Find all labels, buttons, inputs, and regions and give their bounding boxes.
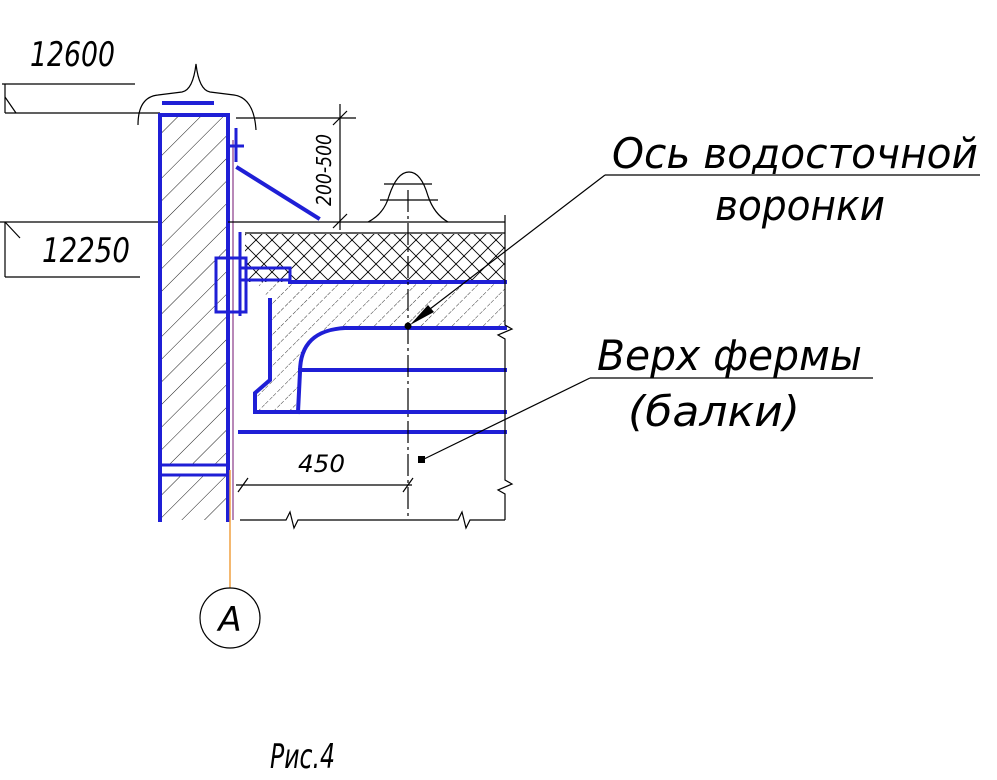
callout-drain-leader <box>429 174 606 310</box>
callout-truss-leader <box>421 377 591 461</box>
dimension-offset-tick-left <box>237 477 249 493</box>
callout-drain-line2: воронки <box>715 181 885 230</box>
brick-wall <box>158 101 234 522</box>
flashing-apron <box>235 165 321 221</box>
corbel-outline <box>253 298 272 414</box>
dimension-parapet-height: 200-500 <box>236 104 356 230</box>
dimension-tick-bottom <box>332 213 348 229</box>
roof-drain-dome-ribs <box>380 183 438 201</box>
parapet-flashing <box>226 128 321 221</box>
elevation-mark-roof: 12250 <box>0 221 160 278</box>
dimension-offset-value: 450 <box>298 450 345 478</box>
grid-axis-circle <box>199 587 261 649</box>
concrete-slab <box>255 282 505 412</box>
figure-caption: Рис.4 <box>270 737 335 777</box>
roof-drain-dome <box>367 171 449 223</box>
support-bracket <box>214 232 292 316</box>
elevation-roof-value: 12250 <box>42 231 130 271</box>
wall-hatch-lower <box>160 475 228 520</box>
callout-drain-point <box>404 322 412 330</box>
right-break-line <box>496 215 514 520</box>
grid-axis-label: А <box>216 600 241 640</box>
break-lines <box>240 215 514 530</box>
dimension-offset: 450 <box>236 450 414 493</box>
insulation-layer <box>245 234 505 282</box>
elevation-top-tick <box>4 96 17 114</box>
callout-truss-line2: (балки) <box>628 387 800 436</box>
callout-truss-top: Верх фермы (балки) <box>418 331 873 463</box>
dimension-tick-top <box>332 110 348 126</box>
callout-drain-axis: Ось водосточной воронки <box>404 129 980 330</box>
dimension-offset-tick-right <box>402 477 414 493</box>
grid-axis-marker: А <box>199 470 261 649</box>
slab-and-truss-lines <box>238 280 507 434</box>
roof-build-up <box>228 221 505 412</box>
parapet-brace <box>137 63 257 131</box>
elevation-roof-tick <box>4 221 21 239</box>
bottom-break-line <box>240 510 505 530</box>
wall-hatch-upper <box>160 115 228 465</box>
elevation-top-value: 12600 <box>30 35 115 75</box>
callout-drain-line1: Ось водосточной <box>612 129 978 178</box>
bracket-plate <box>238 266 292 282</box>
dimension-parapet-height-value: 200-500 <box>312 134 336 206</box>
callout-truss-line1: Верх фермы <box>597 331 862 380</box>
callout-truss-point <box>418 456 425 463</box>
elevation-mark-top: 12600 <box>2 35 160 114</box>
callout-drain-arrow <box>410 305 434 325</box>
bracket-clamp <box>214 256 248 314</box>
